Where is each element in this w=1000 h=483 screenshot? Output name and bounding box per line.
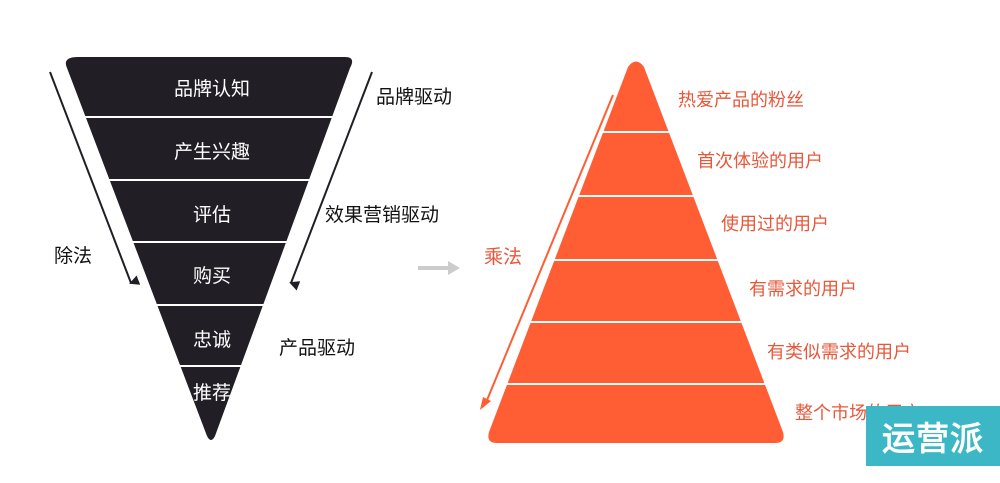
funnel-driver-label: 品牌驱动 — [376, 86, 452, 108]
funnel-left-arrow — [49, 71, 141, 285]
funnel-stage-label: 产生兴趣 — [174, 141, 250, 163]
pyramid-level-label: 使用过的用户 — [721, 214, 829, 235]
transition-arrow-icon — [418, 261, 460, 275]
pyramid-left-label: 乘法 — [484, 246, 522, 268]
funnel-driver-label: 效果营销驱动 — [325, 204, 439, 226]
funnel-shape — [65, 57, 353, 440]
funnel-right-arrow — [289, 71, 373, 291]
pyramid-shape — [488, 61, 784, 443]
funnel-driver-label: 产品驱动 — [279, 337, 355, 359]
funnel: 品牌认知 产生兴趣 评估 购买 忠诚 推荐 — [50, 57, 380, 440]
pyramid-level-label: 有需求的用户 — [749, 279, 857, 300]
pyramid-level-label: 热爱产品的粉丝 — [678, 90, 804, 111]
pyramid — [488, 61, 784, 443]
pyramid-level-label: 首次体验的用户 — [697, 151, 823, 172]
watermark-logo: 运营派 — [866, 406, 1000, 466]
funnel-stage-label: 忠诚 — [193, 329, 231, 351]
pyramid-left-arrow — [484, 94, 614, 406]
funnel-stage-label: 品牌认知 — [174, 78, 250, 100]
funnel-stage-label: 评估 — [193, 204, 231, 226]
pyramid-level-label: 有类似需求的用户 — [767, 342, 911, 363]
funnel-stage-label: 推荐 — [193, 382, 231, 404]
pyramid-arrowhead-icon — [480, 397, 491, 410]
funnel-stage-label: 购买 — [193, 265, 231, 287]
funnel-left-label: 除法 — [54, 245, 92, 267]
